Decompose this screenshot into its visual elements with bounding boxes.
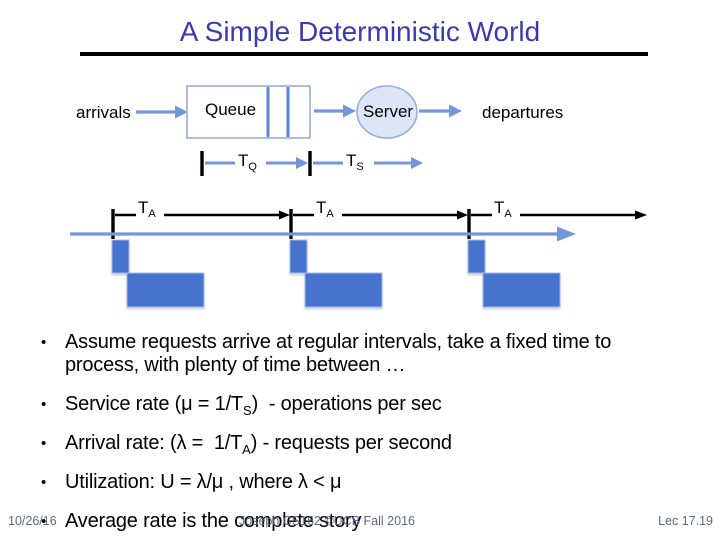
bullet-text: Service rate (μ = 1/TS) - operations per…: [65, 393, 442, 418]
time-axis-arrow-right-icon: [70, 226, 576, 242]
bullet-text: Utilization: U = λ/μ , where λ < μ: [65, 471, 342, 493]
arrivals-label: arrivals: [76, 103, 131, 122]
bullet-icon: •: [41, 334, 47, 351]
bullet-icon: •: [41, 513, 47, 530]
task-block-wide: [482, 272, 561, 308]
slide-footer: 10/26/16 Joseph CS162 ©UCB Fall 2016 Lec…: [0, 514, 720, 534]
bullet-item: • Utilization: U = λ/μ , where λ < μ: [38, 471, 686, 500]
tq-label: TQ: [238, 151, 257, 173]
bullet-text: Assume requests arrive at regular interv…: [65, 331, 617, 376]
server-ellipse: [356, 85, 418, 139]
server-to-departures-arrow-right-icon: [419, 104, 462, 118]
ta-label-2: TA: [316, 198, 334, 220]
ta-arrowhead-icon: [279, 210, 290, 220]
footer-date: 10/26/16: [8, 514, 57, 528]
ts-arrow-right-icon: [374, 157, 423, 169]
bullet-item: • Service rate (μ = 1/TS) - operations p…: [38, 393, 686, 422]
bullet-icon: •: [41, 474, 47, 491]
bullet-list: • Assume requests arrive at regular inte…: [38, 331, 686, 540]
server-label: Server: [363, 102, 414, 121]
bullet-icon: •: [41, 435, 47, 452]
departures-label: departures: [482, 103, 564, 122]
ta-arrowhead-icon: [635, 210, 647, 220]
bullet-icon: •: [41, 396, 47, 413]
task-block-wide: [126, 272, 205, 308]
bullet-item: • Arrival rate: (λ = 1/TA) - requests pe…: [38, 432, 686, 461]
ta-arrowhead-icon: [457, 210, 468, 220]
ta-label-3: TA: [494, 198, 512, 220]
queue-label: Queue: [205, 100, 257, 119]
arrivals-arrow-right-icon: [136, 105, 188, 119]
ts-label: TS: [346, 151, 364, 173]
bullet-text: Average rate is the complete story: [65, 510, 362, 532]
tq-arrow-right-icon: [266, 157, 308, 169]
ta-label-1: TA: [138, 198, 156, 220]
task-block-narrow: [467, 239, 486, 274]
task-block-wide: [304, 272, 383, 308]
task-block-narrow: [289, 239, 308, 274]
bullet-item: • Average rate is the complete story: [38, 510, 686, 539]
footer-slide-number: Lec 17.19: [658, 514, 713, 528]
queue-to-server-arrow-right-icon: [314, 104, 356, 118]
footer-course: Joseph CS162 ©UCB Fall 2016: [239, 514, 415, 528]
task-block-narrow: [111, 239, 130, 274]
bullet-item: • Assume requests arrive at regular inte…: [38, 331, 686, 383]
bullet-text: Arrival rate: (λ = 1/TA) - requests per …: [65, 432, 452, 457]
page-title: A Simple Deterministic World: [179, 16, 541, 47]
